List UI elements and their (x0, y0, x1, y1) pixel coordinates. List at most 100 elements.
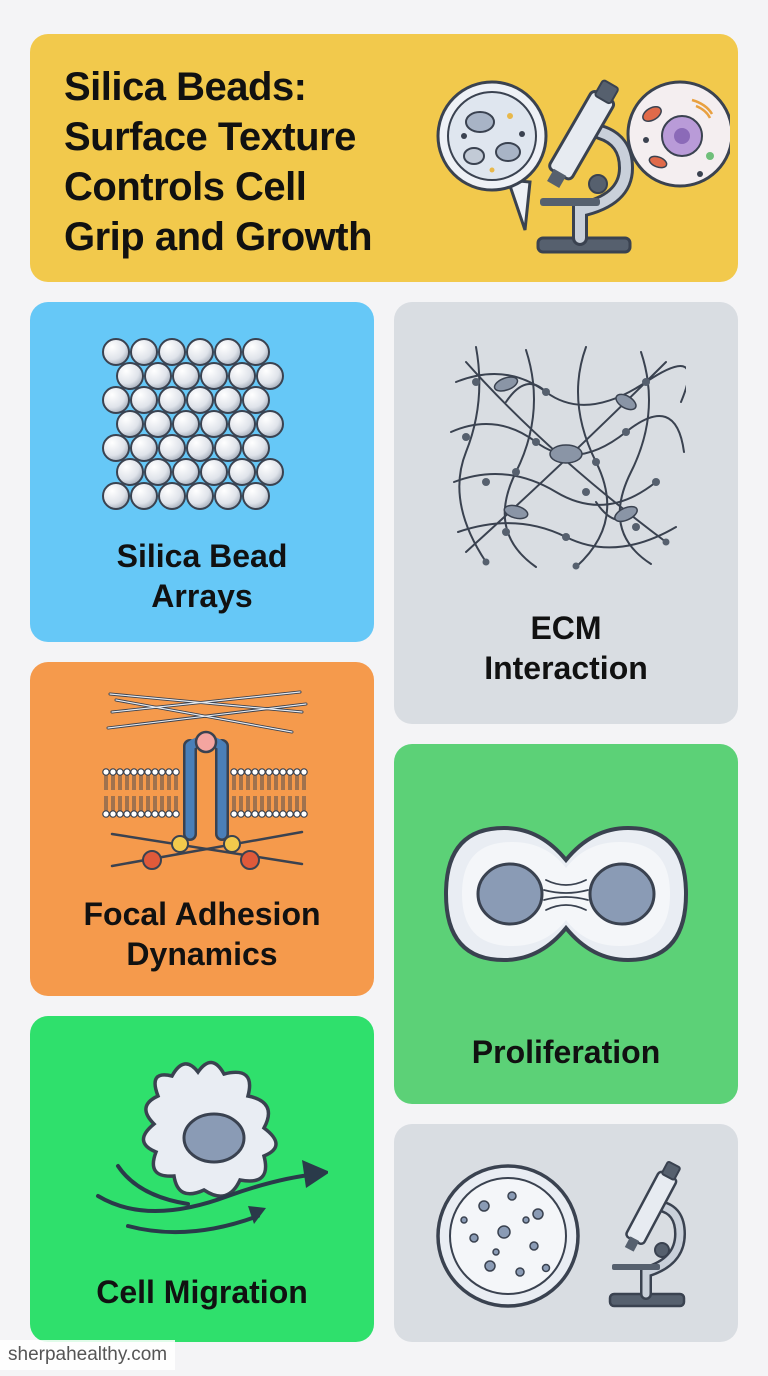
card-ecm-interaction[interactable]: ECM Interaction (394, 302, 738, 724)
silica-bead (172, 410, 200, 438)
silica-bead (186, 338, 214, 366)
lipid-head (137, 810, 145, 818)
silica-bead (256, 362, 284, 390)
lipid-tail (139, 796, 143, 811)
lipid-tail (274, 775, 278, 790)
lipid-tail (232, 796, 236, 811)
lipid-head (137, 768, 145, 776)
lipid-head (300, 768, 308, 776)
lipid-tail (111, 775, 115, 790)
petri-dish-icon (436, 80, 548, 231)
lipid-head (123, 810, 131, 818)
lipid-head (172, 810, 180, 818)
silica-bead (214, 434, 242, 462)
lipid-tail (174, 775, 178, 790)
lipid-tail (281, 796, 285, 811)
hero-title: Silica Beads: Surface Texture Controls C… (64, 65, 373, 259)
silica-bead (242, 434, 270, 462)
silica-bead (242, 338, 270, 366)
lipid-tail (118, 796, 122, 811)
silica-bead (158, 434, 186, 462)
lipid-head (237, 768, 245, 776)
lipid-tail (118, 775, 122, 790)
silica-bead (116, 362, 144, 390)
silica-bead (228, 410, 256, 438)
lipid-head (293, 810, 301, 818)
lipid-tail (295, 775, 299, 790)
lipid-head (251, 768, 259, 776)
lipid-tail (132, 796, 136, 811)
lipid-tail (153, 796, 157, 811)
card-cell-migration[interactable]: Cell Migration (30, 1016, 374, 1342)
silica-bead (144, 458, 172, 486)
lipid-head (230, 768, 238, 776)
silica-bead (158, 386, 186, 414)
lipid-head (109, 768, 117, 776)
lipid-head (102, 810, 110, 818)
lipid-head (230, 810, 238, 818)
lipid-tail (302, 775, 306, 790)
lipid-head (272, 810, 280, 818)
bead-lattice-icon (102, 338, 284, 510)
lipid-tail (288, 775, 292, 790)
migrating-cell-icon (96, 1060, 328, 1235)
lipid-head (300, 810, 308, 818)
silica-bead (102, 338, 130, 366)
card-label-silica-bead-arrays: Silica Bead Arrays (116, 538, 288, 614)
lipid-head (244, 768, 252, 776)
lipid-bilayer (102, 768, 308, 818)
silica-bead (242, 386, 270, 414)
petri-dish-icon (436, 1164, 580, 1308)
card-focal-adhesion[interactable]: Focal Adhesion Dynamics (30, 662, 374, 996)
lipid-tail (139, 775, 143, 790)
lipid-head (279, 810, 287, 818)
lipid-head (258, 810, 266, 818)
silica-bead (130, 338, 158, 366)
lipid-head (144, 768, 152, 776)
silica-bead (172, 458, 200, 486)
lipid-head (165, 768, 173, 776)
silica-bead (102, 434, 130, 462)
card-proliferation[interactable]: Proliferation (394, 744, 738, 1104)
silica-bead (186, 434, 214, 462)
lipid-tail (246, 796, 250, 811)
card-label-cell-migration: Cell Migration (96, 1274, 308, 1310)
fiber-network-icon (450, 346, 686, 570)
lipid-head (258, 768, 266, 776)
lipid-tail (160, 796, 164, 811)
silica-bead (158, 482, 186, 510)
lipid-head (265, 768, 273, 776)
silica-bead (144, 410, 172, 438)
card-lab-tools[interactable] (394, 1124, 738, 1342)
lipid-head (123, 768, 131, 776)
lipid-head (116, 810, 124, 818)
silica-bead (102, 482, 130, 510)
silica-bead (228, 362, 256, 390)
watermark: sherpahealthy.com (0, 1340, 176, 1370)
lipid-tail (125, 775, 129, 790)
silica-bead (200, 362, 228, 390)
lipid-tail (295, 796, 299, 811)
silica-bead (144, 362, 172, 390)
cell-organelles-icon (626, 80, 730, 188)
lipid-tail (132, 775, 136, 790)
dividing-cell-icon (443, 825, 689, 963)
silica-bead (186, 386, 214, 414)
silica-bead (228, 458, 256, 486)
lab-tools-illustration (436, 1160, 687, 1308)
lipid-head (279, 768, 287, 776)
lipid-tail (160, 775, 164, 790)
lipid-head (165, 810, 173, 818)
lipid-tail (153, 775, 157, 790)
lipid-head (144, 810, 152, 818)
lipid-head (109, 810, 117, 818)
lipid-head (293, 768, 301, 776)
lipid-head (158, 810, 166, 818)
lipid-tail (111, 796, 115, 811)
card-silica-bead-arrays[interactable]: Silica Bead Arrays (30, 302, 374, 642)
lipid-tail (146, 775, 150, 790)
lipid-head (286, 768, 294, 776)
hero-banner: Silica Beads: Surface Texture Controls C… (30, 34, 738, 282)
silica-bead (256, 410, 284, 438)
lipid-tail (260, 796, 264, 811)
